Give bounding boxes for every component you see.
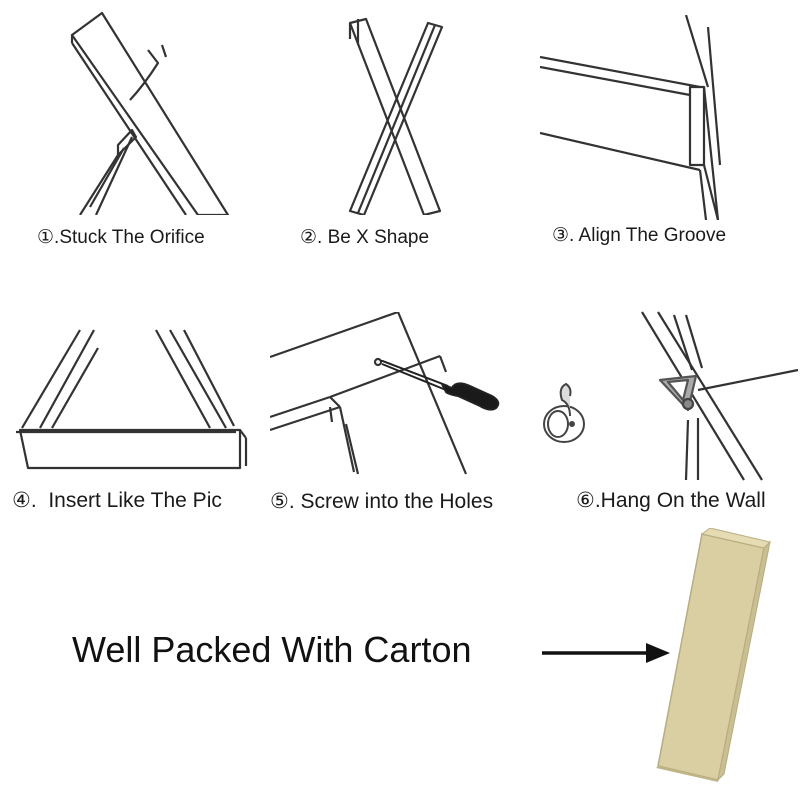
step-2-label: . Be X Shape [317,227,430,248]
step-5-illustration [270,312,470,477]
step-4-number: ④ [12,488,31,512]
step-1-label: .Stuck The Orifice [54,227,205,248]
step-6-illustration [638,310,800,485]
carton-box [652,527,772,788]
step-3-illustration [540,15,740,220]
step-5-caption: ⑤. Screw into the Holes [270,489,494,513]
step-6-number: ⑥ [576,488,595,512]
step-6-label: .Hang On the Wall [594,489,766,512]
step-1-number: ① [37,226,55,248]
step-1-caption: ①.Stuck The Orifice [37,226,205,248]
step-5-number: ⑤ [270,489,289,513]
step-2-illustration [340,15,450,215]
step-3-number: ③ [552,224,570,246]
wall-hook-icon [538,380,590,445]
step-5-label: . Screw into the Holes [288,490,494,513]
step-3-caption: ③. Align The Groove [552,224,727,246]
step-2-caption: ②. Be X Shape [300,226,430,248]
step-4-illustration [8,328,248,473]
step-6-caption: ⑥.Hang On the Wall [576,488,766,512]
step-3-label: . Align The Groove [569,225,727,246]
screwdriver-icon [380,360,510,415]
packaging-caption: Well Packed With Carton [72,629,472,670]
hanging-bracket-icon [658,374,698,412]
step-1-illustration [60,5,240,215]
step-4-caption: ④. Insert Like The Pic [12,488,222,512]
arrow-right-icon [542,640,672,671]
step-4-label: . Insert Like The Pic [30,489,222,512]
step-2-number: ② [300,226,318,248]
